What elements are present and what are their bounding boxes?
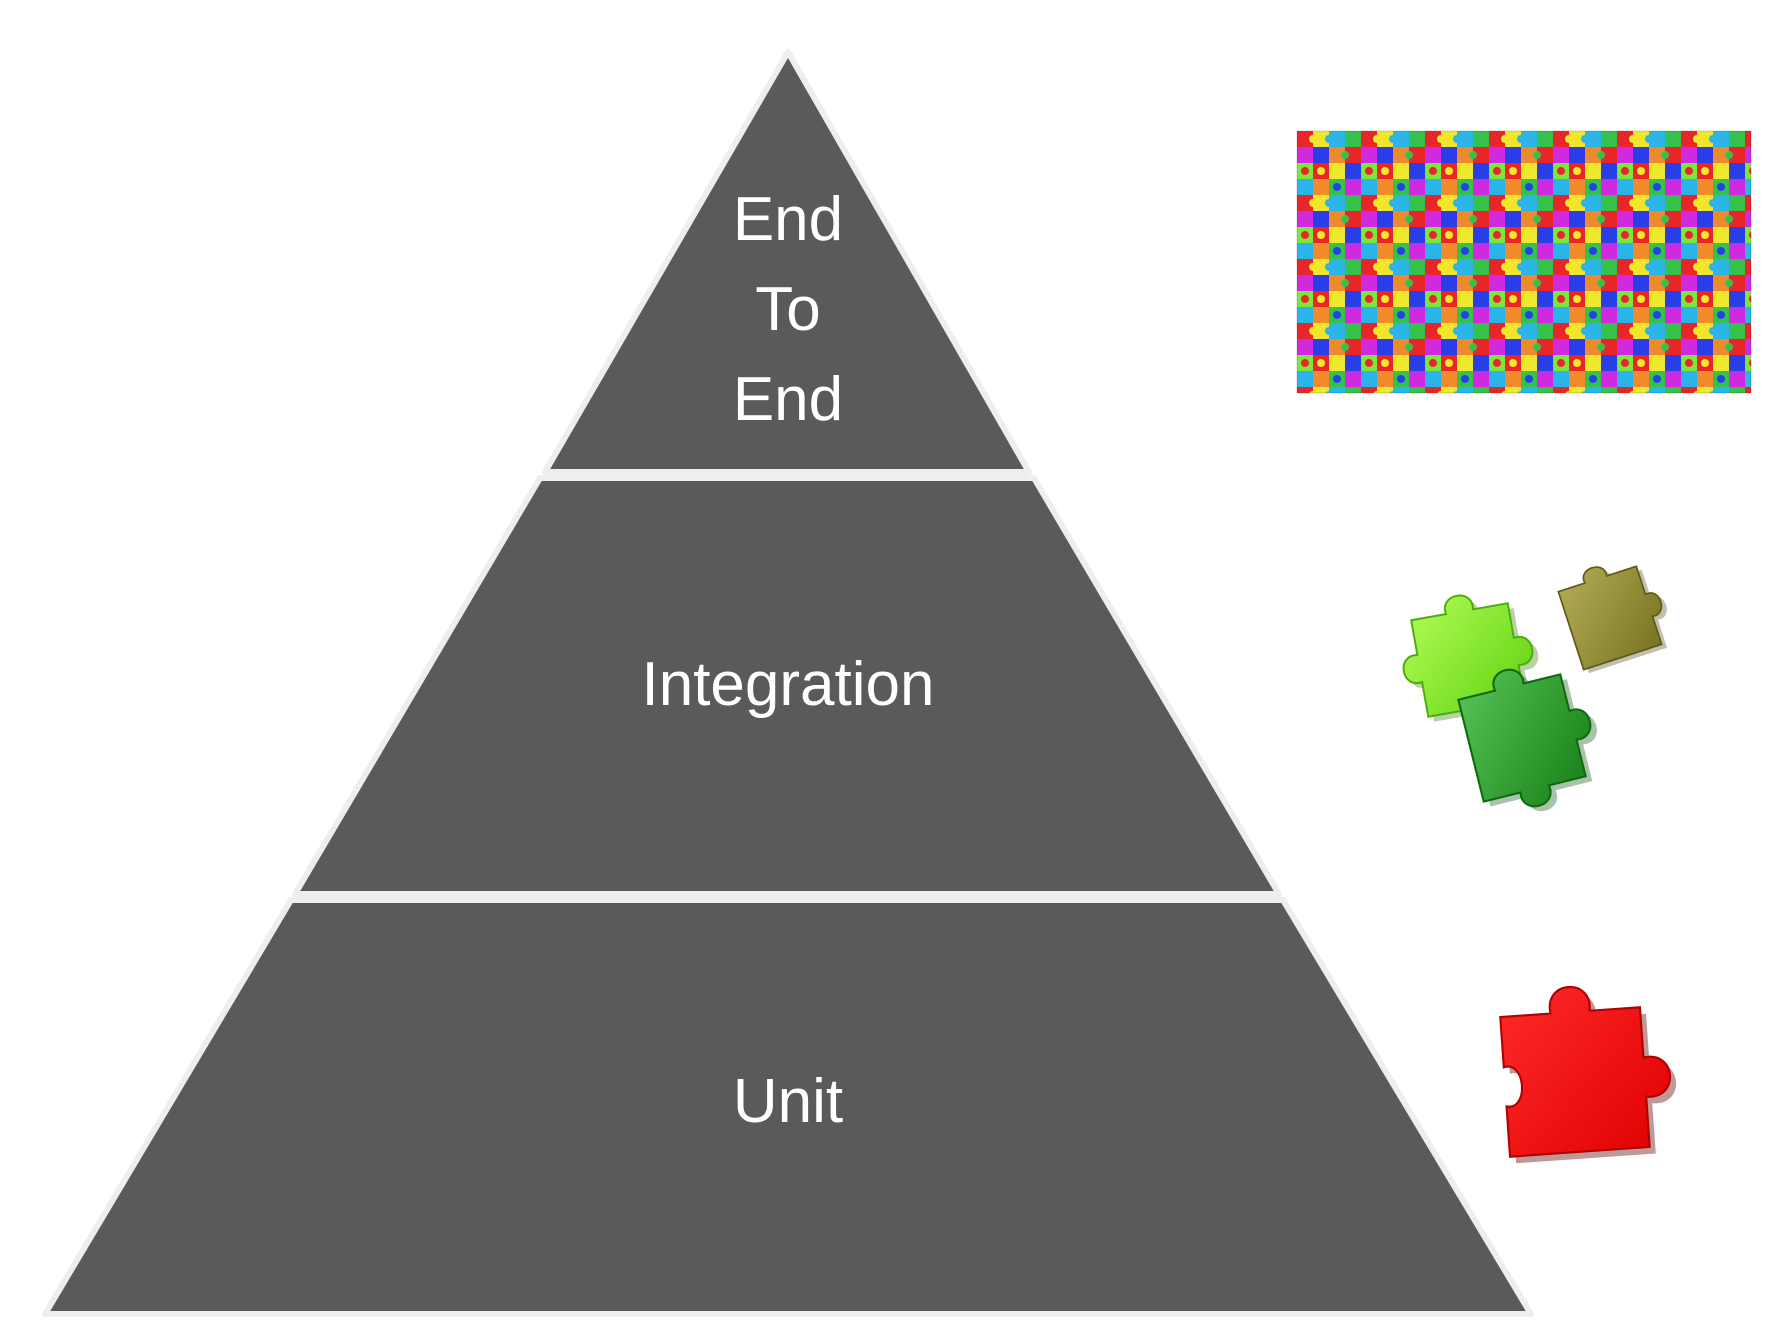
tier-label-unit: Unit <box>733 1067 843 1136</box>
three-puzzle-pieces-icon <box>1402 565 1668 812</box>
tier-label-end-2: End <box>733 365 843 434</box>
tier-label-to: To <box>755 275 820 344</box>
tier-label-end: End <box>733 185 843 254</box>
pyramid-tier-integration <box>292 475 1282 897</box>
many-puzzle-pieces-icon <box>1296 130 1752 394</box>
tier-label-integration: Integration <box>642 650 935 719</box>
pyramid-tier-end-to-end <box>542 49 1032 475</box>
pyramid-tier-unit <box>42 897 1534 1317</box>
pyramid-labels: End To End Integration Unit <box>642 185 935 1136</box>
single-puzzle-piece-icon <box>1499 985 1677 1164</box>
pyramid <box>42 49 1534 1317</box>
